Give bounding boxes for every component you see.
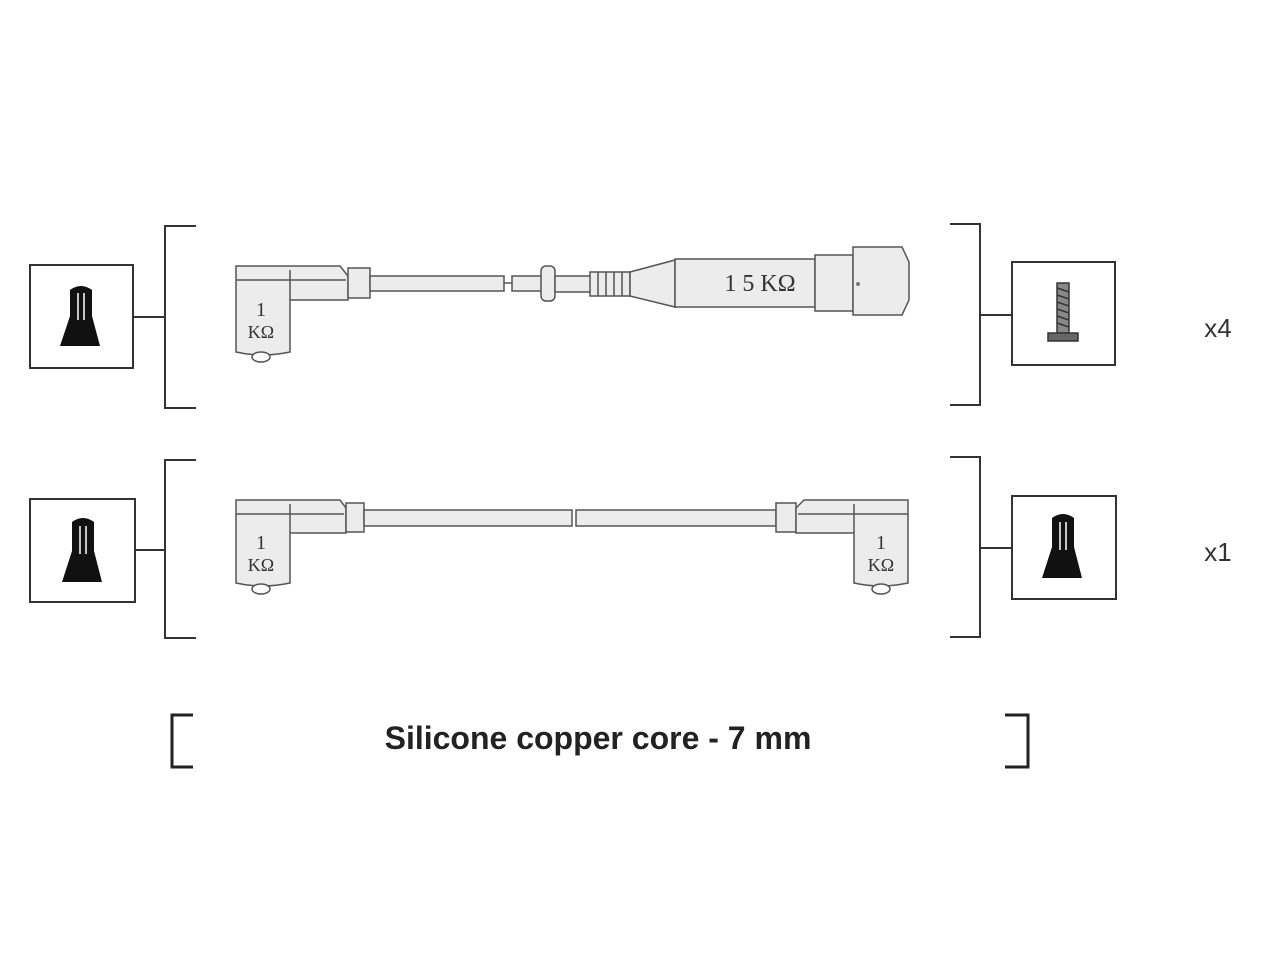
caption-text: Silicone copper core - 7 mm: [385, 720, 812, 756]
left-end-box: [29, 264, 165, 369]
wire-row-2: 1 KΩ 1 KΩ x1: [29, 456, 1232, 639]
caption-right-bracket: [1005, 713, 1030, 769]
spark-plug-cap-icon: [60, 286, 100, 346]
cable-assembly: [235, 499, 909, 595]
left-resistance-label: 1: [256, 532, 266, 554]
spark-plug-cap-icon: [1042, 514, 1082, 578]
mid-resistance-label: 1 5 KΩ: [724, 271, 795, 297]
right-end-box: [980, 261, 1116, 366]
right-end-box: [980, 495, 1117, 600]
left-resistance-unit: KΩ: [248, 555, 274, 575]
spark-plug-cap-icon: [62, 518, 102, 582]
right-resistance-unit: KΩ: [868, 555, 894, 575]
left-bracket: [164, 459, 196, 639]
caption-group: Silicone copper core - 7 mm: [170, 713, 1030, 769]
cable-assembly: [235, 246, 910, 363]
wire-row-1: 1 KΩ 1 5 KΩ x4: [29, 223, 1232, 409]
left-resistance-label: 1: [256, 299, 266, 321]
left-resistance-unit: KΩ: [248, 322, 274, 342]
right-bracket: [950, 223, 981, 406]
quantity-label: x4: [1204, 313, 1231, 343]
left-bracket: [164, 225, 196, 409]
left-end-box: [29, 498, 165, 603]
right-resistance-label: 1: [876, 532, 886, 554]
right-bracket: [950, 456, 981, 638]
screw-terminal-icon: [1047, 282, 1079, 342]
caption-left-bracket: [170, 713, 193, 769]
quantity-label: x1: [1204, 537, 1231, 567]
